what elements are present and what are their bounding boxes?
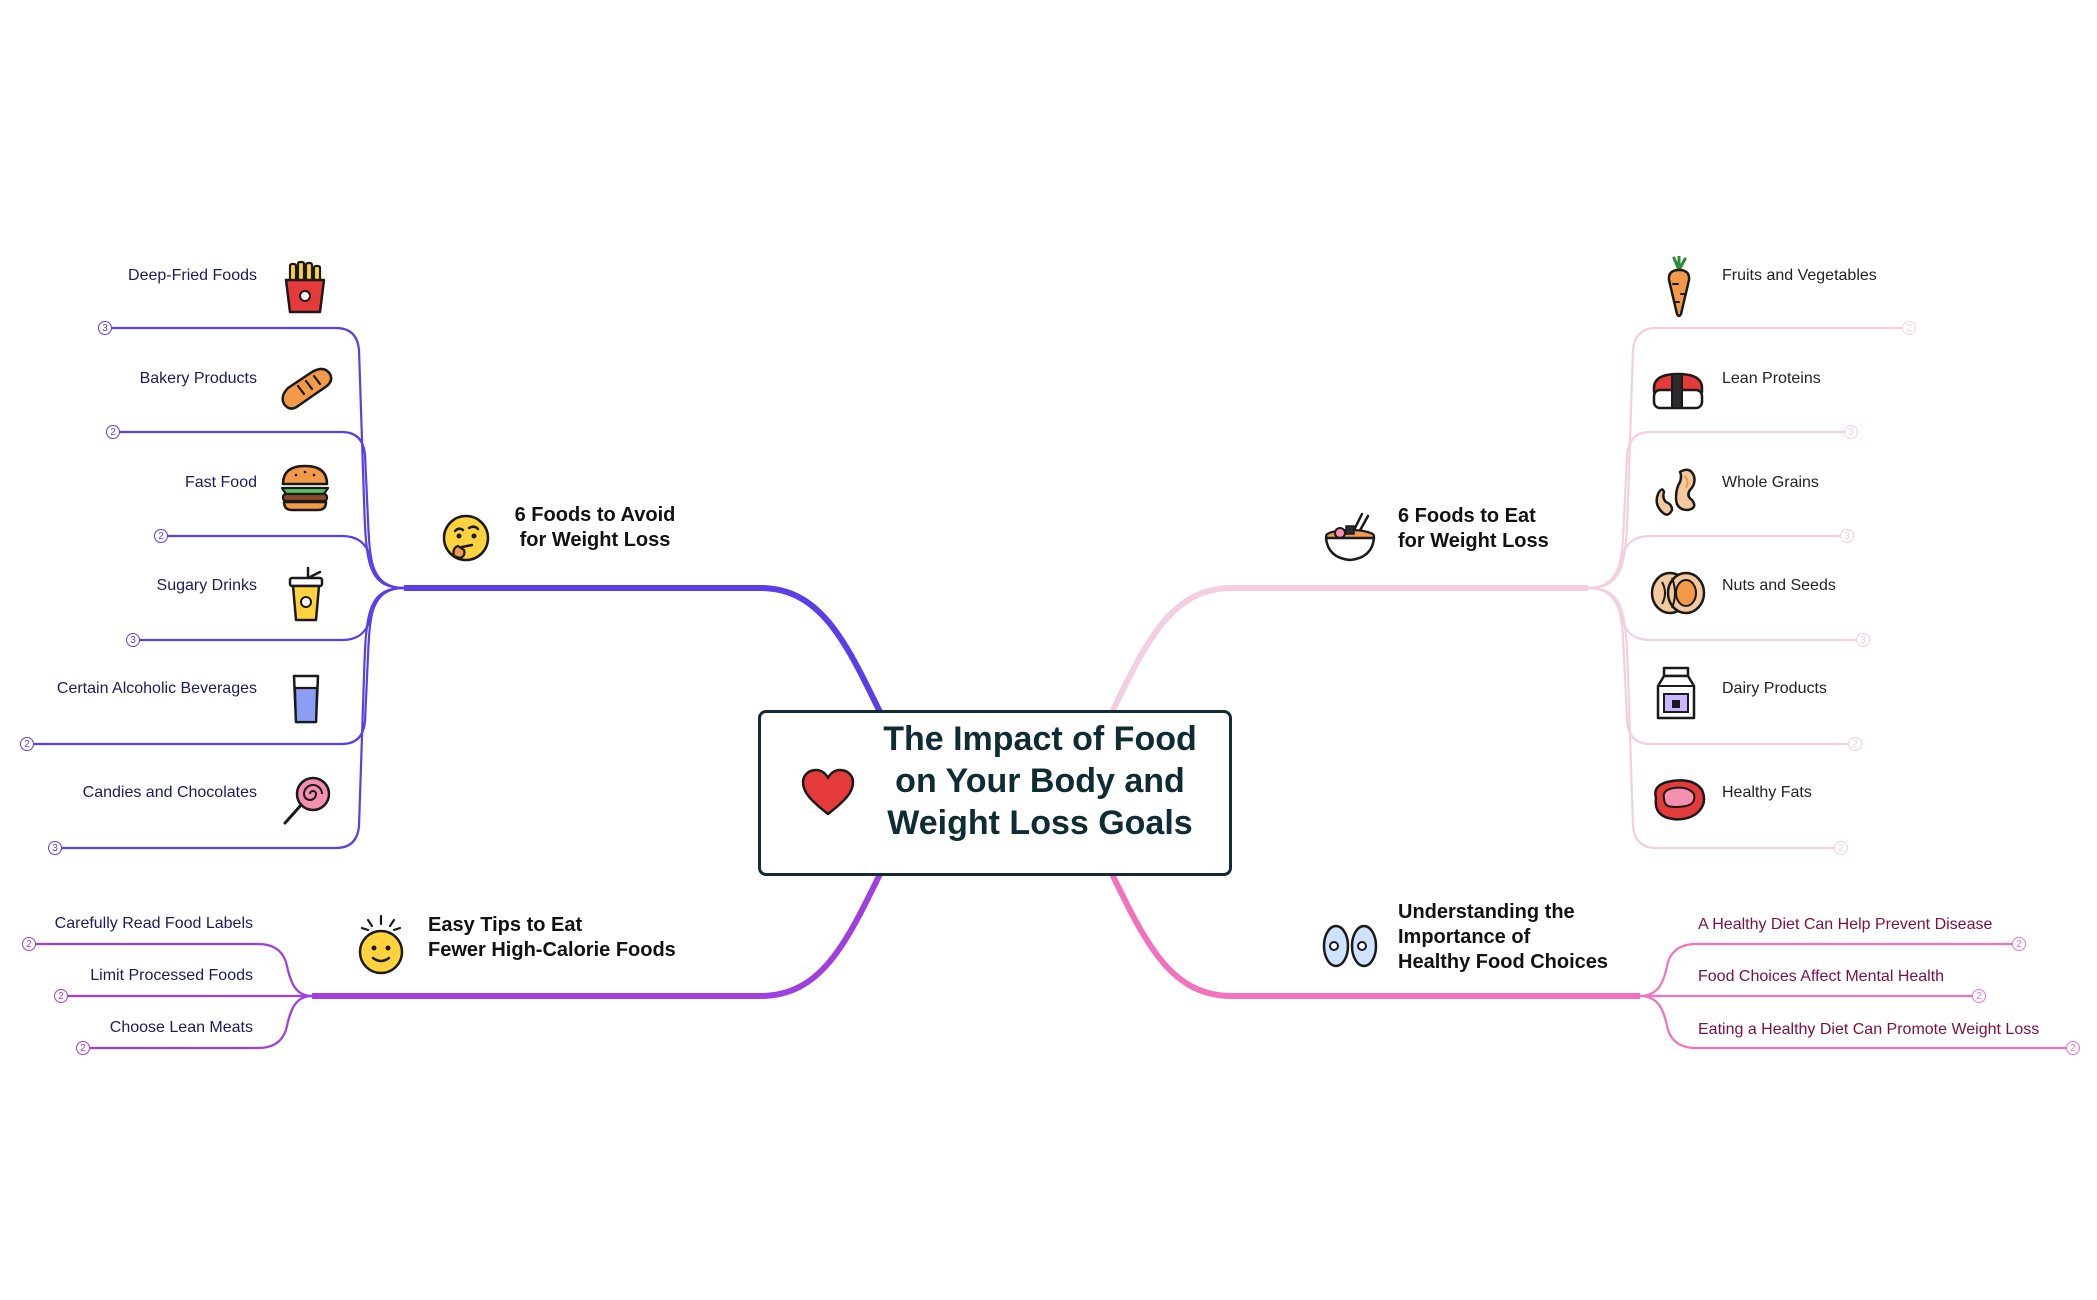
leaf-count-badge[interactable]: 2 [2012, 937, 2026, 951]
branch-title-foods-to-eat[interactable]: 6 Foods to Eat for Weight Loss [1398, 505, 1549, 552]
leaf-count-badge[interactable]: 2 [54, 989, 68, 1003]
leaf-healthy-fats[interactable]: Healthy Fats [1722, 784, 1812, 801]
leaf-sugary-drinks[interactable]: Sugary Drinks [156, 577, 257, 594]
leaf-count-badge[interactable]: 2 [1848, 737, 1862, 751]
branch-title-foods-to-avoid[interactable]: 6 Foods to Avoid for Weight Loss [514, 504, 676, 551]
leaf-deep-fried-foods[interactable]: Deep-Fried Foods [128, 267, 257, 284]
eyes-icon [1322, 924, 1378, 968]
leaf-choose-lean-meats[interactable]: Choose Lean Meats [109, 1019, 253, 1036]
ramen-bowl-icon [1324, 512, 1376, 562]
leaf-bakery-products[interactable]: Bakery Products [139, 370, 257, 387]
leaf-whole-grains[interactable]: Whole Grains [1722, 474, 1819, 491]
connector-leaf-lean-meats [84, 994, 313, 1050]
leaf-lean-proteins[interactable]: Lean Proteins [1722, 370, 1821, 387]
leaf-count-badge[interactable]: 3 [126, 633, 140, 647]
branch-title-understanding[interactable]: Understanding the Importance of Healthy … [1398, 901, 1609, 973]
leaf-count-badge[interactable]: 2 [76, 1041, 90, 1055]
connector-leaf-labels [32, 942, 313, 998]
lollipop-icon [283, 776, 331, 825]
dizzy-face-icon [358, 914, 404, 975]
connector-central-avoid [404, 585, 883, 714]
connector-central-eat [1109, 585, 1588, 714]
leaf-promote-weight-loss[interactable]: Eating a Healthy Diet Can Promote Weight… [1698, 1021, 2040, 1038]
leaf-count-badge[interactable]: 3 [1856, 633, 1870, 647]
leaf-prevent-disease[interactable]: A Healthy Diet Can Help Prevent Disease [1698, 916, 1993, 933]
nuts-icon [1650, 571, 1706, 615]
leaf-nuts-seeds[interactable]: Nuts and Seeds [1722, 577, 1836, 594]
connector-leaf-prevent-disease [1639, 942, 2014, 998]
sushi-icon [1652, 372, 1704, 410]
milk-carton-icon [1656, 666, 1696, 720]
glass-icon [292, 674, 320, 724]
connector-central-understand [1109, 872, 1640, 999]
leaf-count-badge[interactable]: 2 [1902, 321, 1916, 335]
heart-icon [801, 768, 855, 816]
bread-icon [281, 367, 333, 410]
branch-title-easy-tips[interactable]: Easy Tips to Eat Fewer High-Calorie Food… [428, 914, 676, 961]
leaf-count-badge[interactable]: 2 [22, 937, 36, 951]
leaf-count-badge[interactable]: 2 [1834, 841, 1848, 855]
connector-leaf-weight-loss [1639, 994, 2068, 1050]
leaf-fast-food[interactable]: Fast Food [184, 474, 257, 491]
leaf-count-badge[interactable]: 2 [20, 737, 34, 751]
leaf-mental-health[interactable]: Food Choices Affect Mental Health [1698, 968, 1945, 985]
burger-icon [280, 464, 330, 512]
leaf-count-badge[interactable]: 3 [98, 321, 112, 335]
leaf-count-badge[interactable]: 2 [106, 425, 120, 439]
leaf-count-badge[interactable]: 3 [1844, 425, 1858, 439]
connector-leaf-fats [1587, 586, 1836, 850]
connector-leaf-grains [1587, 534, 1842, 590]
beans-icon [1655, 468, 1696, 516]
leaf-count-badge[interactable]: 2 [1972, 989, 1986, 1003]
steak-icon [1654, 779, 1706, 821]
leaf-read-food-labels[interactable]: Carefully Read Food Labels [54, 915, 253, 932]
leaf-count-badge[interactable]: 3 [1840, 529, 1854, 543]
leaf-count-badge[interactable]: 2 [154, 529, 168, 543]
leaf-fruits-vegetables[interactable]: Fruits and Vegetables [1722, 267, 1877, 284]
leaf-dairy-products[interactable]: Dairy Products [1722, 680, 1827, 697]
central-topic-title[interactable]: The Impact of Food on Your Body and Weig… [883, 720, 1197, 842]
leaf-limit-processed-foods[interactable]: Limit Processed Foods [90, 967, 253, 984]
connector-leaf-bakery [116, 430, 405, 590]
connector-leaf-candies [58, 586, 405, 850]
leaf-count-badge[interactable]: 2 [2066, 1041, 2080, 1055]
carrot-icon [1667, 256, 1691, 318]
connector-central-tips [312, 872, 883, 999]
soda-cup-icon [288, 566, 324, 622]
connector-leaf-alcohol [30, 586, 405, 746]
connector-leaf-fast-food [164, 534, 405, 590]
french-fries-icon [284, 260, 326, 314]
connector-leaf-deep-fried [108, 326, 405, 590]
connector-leaf-fruits [1587, 326, 1904, 590]
leaf-count-badge[interactable]: 3 [48, 841, 62, 855]
thinking-face-icon [442, 514, 490, 562]
leaf-alcoholic-beverages[interactable]: Certain Alcoholic Beverages [56, 680, 257, 697]
leaf-candies-chocolates[interactable]: Candies and Chocolates [82, 784, 257, 801]
